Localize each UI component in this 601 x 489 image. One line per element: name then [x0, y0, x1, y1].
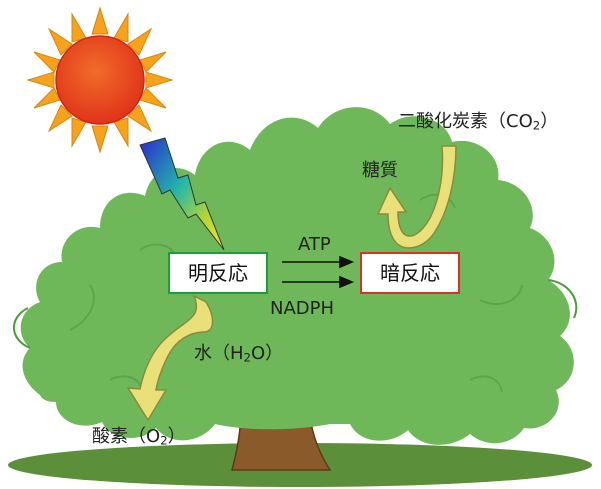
lightning-bolt-icon	[139, 137, 225, 251]
sun	[26, 6, 174, 154]
sun-core	[55, 35, 145, 125]
tree-canopy	[13, 107, 578, 445]
co2-to-sugar-arrow	[376, 145, 457, 249]
sugar-label: 糖質	[362, 160, 398, 181]
sun-rays	[26, 6, 174, 154]
atp-arrow	[282, 255, 355, 269]
dark-reaction-box: 暗反応	[360, 252, 460, 294]
water-to-oxygen-arrow	[126, 294, 214, 422]
light-reaction-label: 明反応	[188, 261, 248, 285]
light-reaction-box: 明反応	[168, 252, 268, 294]
dark-reaction-label: 暗反応	[380, 261, 440, 285]
nadph-arrow	[282, 275, 355, 289]
oxygen-label: 酸素（O2）	[92, 426, 186, 448]
water-label: 水（H2O）	[194, 343, 284, 365]
nadph-label: NADPH	[270, 298, 335, 319]
co2-label: 二酸化炭素（CO2）	[398, 111, 559, 133]
atp-label: ATP	[298, 234, 331, 255]
